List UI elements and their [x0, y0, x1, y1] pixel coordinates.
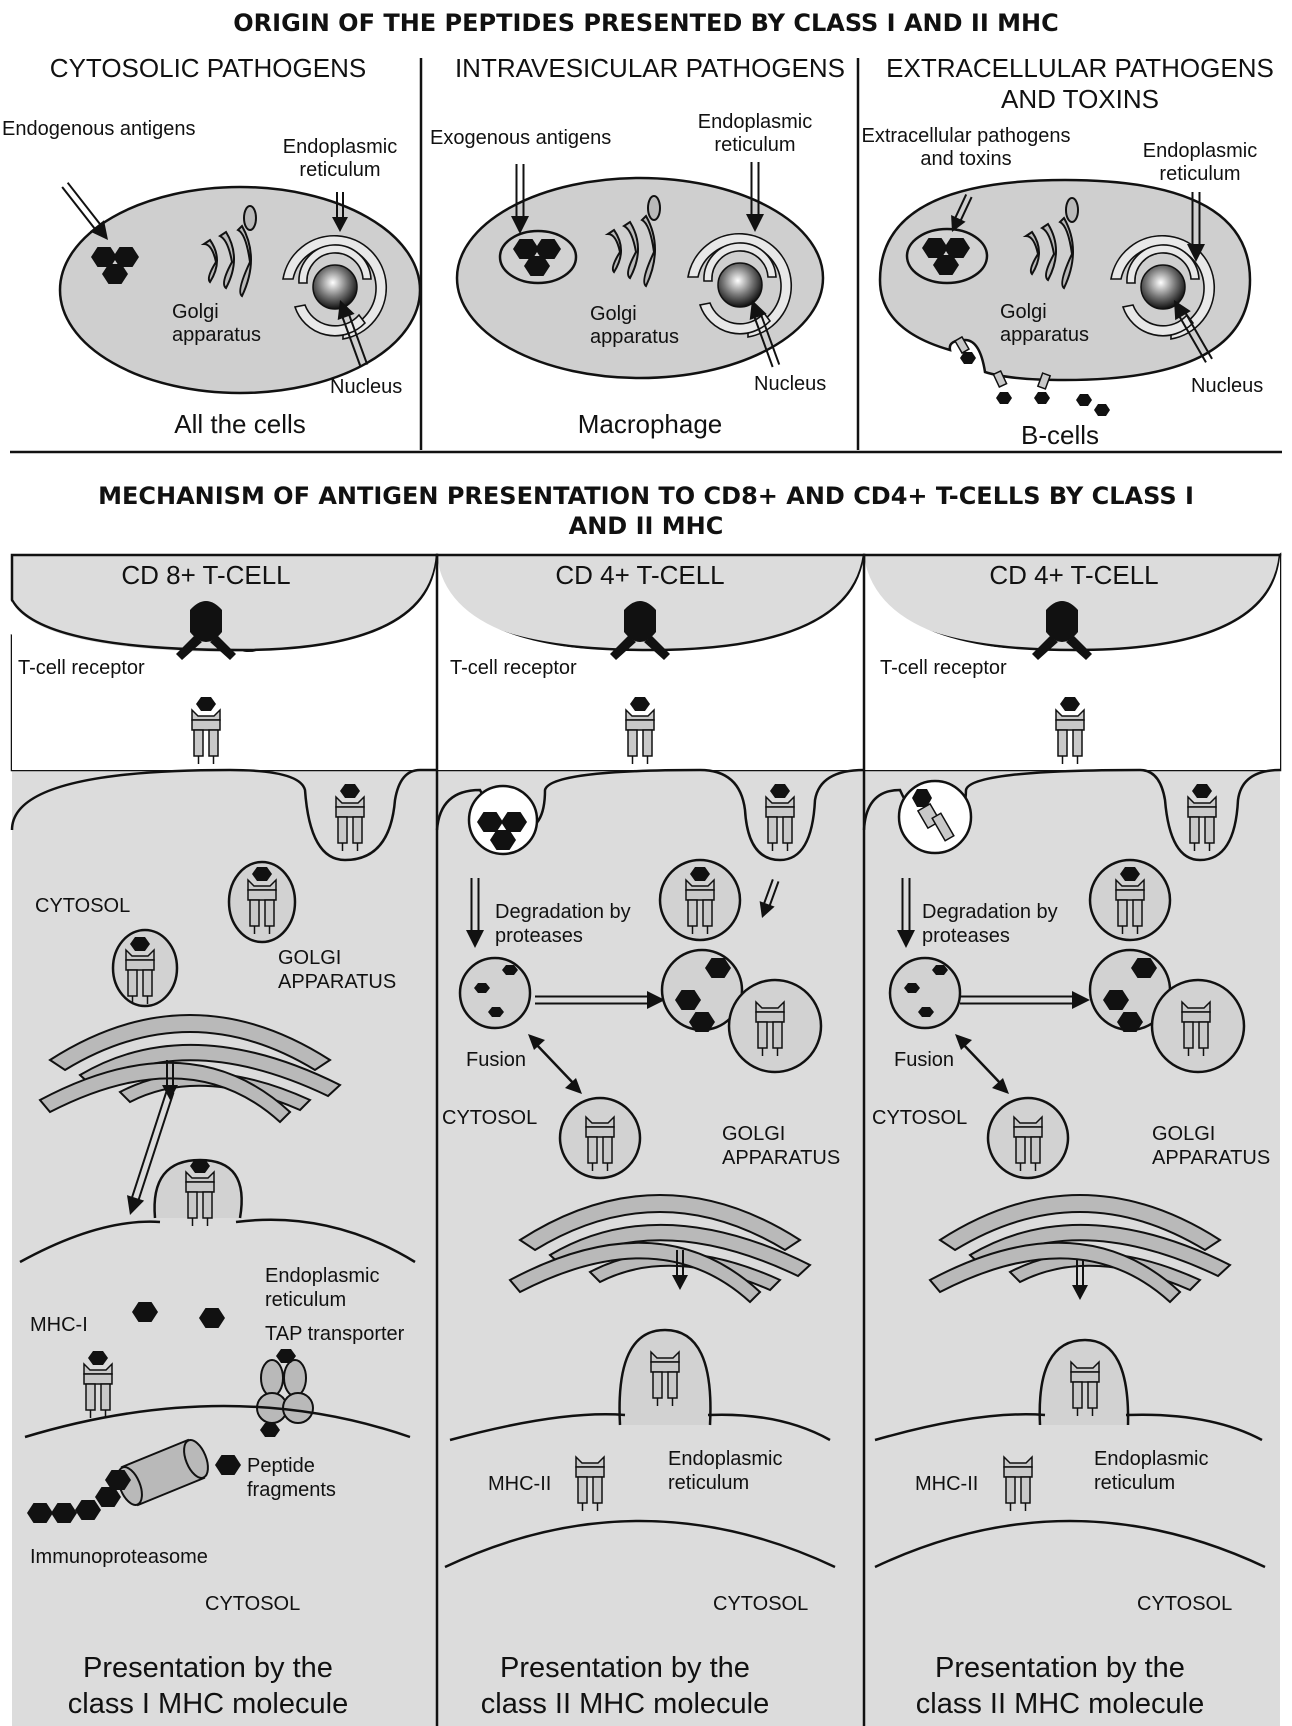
nucleus-label: Nucleus — [1191, 375, 1263, 397]
fusion-label: Fusion — [894, 1049, 954, 1071]
er-label-line2: reticulum — [1159, 163, 1240, 185]
er-label-line2: reticulum — [265, 1289, 346, 1311]
peptide-label-line2: fragments — [247, 1479, 336, 1501]
bottom-title-line2: AND II MHC — [569, 512, 724, 540]
golgi-vesicle — [988, 1098, 1068, 1178]
degradation-label-line1: Degradation by — [495, 901, 631, 923]
er-label-line2: reticulum — [1094, 1472, 1175, 1494]
presentation-line2: class I MHC molecule — [68, 1688, 348, 1720]
degradation-label-line1: Degradation by — [922, 901, 1058, 923]
cytosol-upper-label: CYTOSOL — [872, 1107, 967, 1129]
nucleus-label: Nucleus — [754, 373, 826, 395]
antigen-label: Endogenous antigens — [2, 118, 196, 140]
antigen-label: Exogenous antigens — [430, 127, 611, 149]
cell-type-label: All the cells — [174, 409, 306, 439]
golgi-label-line1: GOLGI — [722, 1123, 785, 1145]
antigen-label-line1: Extracellular pathogens — [861, 125, 1070, 147]
golgi-label-line1: Golgi — [1000, 301, 1047, 323]
mhc-ii-label: MHC-II — [915, 1473, 978, 1495]
golgi-label-line2: APPARATUS — [278, 971, 396, 993]
top-panel-extracellular: EXTRACELLULAR PATHOGENS AND TOXINS Extra… — [861, 53, 1273, 450]
presentation-line1: Presentation by the — [83, 1652, 333, 1684]
bottom-title-line1: MECHANISM OF ANTIGEN PRESENTATION TO CD8… — [98, 482, 1194, 510]
golgi-label-line2: apparatus — [590, 326, 679, 348]
er-label-line1: Endoplasmic — [283, 136, 398, 158]
er-label-line1: Endoplasmic — [698, 111, 813, 133]
nucleus-label: Nucleus — [330, 376, 402, 398]
cytosol-lower-label: CYTOSOL — [713, 1593, 808, 1615]
cytosol-lower-label: CYTOSOL — [1137, 1593, 1232, 1615]
er-label-line2: reticulum — [668, 1472, 749, 1494]
endosome — [890, 958, 960, 1028]
presentation-line2: class II MHC molecule — [481, 1688, 769, 1720]
golgi-label-line2: APPARATUS — [1152, 1147, 1270, 1169]
golgi-label-line2: apparatus — [172, 324, 261, 346]
tcr-label: T-cell receptor — [880, 657, 1007, 679]
top-title: ORIGIN OF THE PEPTIDES PRESENTED BY CLAS… — [233, 9, 1058, 37]
fusion-label: Fusion — [466, 1049, 526, 1071]
golgi-label-line2: apparatus — [1000, 324, 1089, 346]
er-label-line2: reticulum — [714, 134, 795, 156]
cell-body — [457, 178, 823, 378]
cell-type-label: Macrophage — [578, 409, 723, 439]
presentation-line2: class II MHC molecule — [916, 1688, 1204, 1720]
er-label-line2: reticulum — [299, 159, 380, 181]
mhc-vesicle — [1152, 980, 1244, 1072]
antigen-label-line2: and toxins — [920, 148, 1011, 170]
endosome — [460, 958, 530, 1028]
cytosol-upper-label: CYTOSOL — [442, 1107, 537, 1129]
golgi-label-line1: GOLGI — [1152, 1123, 1215, 1145]
panel-heading: CYTOSOLIC PATHOGENS — [50, 53, 366, 83]
cytosol-upper-label: CYTOSOL — [35, 895, 130, 917]
mhc-i-label: MHC-I — [30, 1314, 88, 1336]
tap-label: TAP transporter — [265, 1323, 405, 1345]
er-label-line1: Endoplasmic — [1143, 140, 1258, 162]
cell-type-label: B-cells — [1021, 420, 1099, 450]
mhc-ii-label: MHC-II — [488, 1473, 551, 1495]
golgi-vesicle — [560, 1098, 640, 1178]
peptide-label-line1: Peptide — [247, 1455, 315, 1477]
degradation-label-line2: proteases — [922, 925, 1010, 947]
degradation-label-line2: proteases — [495, 925, 583, 947]
golgi-label-line1: Golgi — [172, 301, 219, 323]
presentation-line1: Presentation by the — [500, 1652, 750, 1684]
tcr-label: T-cell receptor — [450, 657, 577, 679]
tcell-label: CD 4+ T-CELL — [989, 560, 1158, 590]
panel-heading-line2: AND TOXINS — [1001, 84, 1159, 114]
panel-heading: INTRAVESICULAR PATHOGENS — [455, 53, 845, 83]
er-label-line1: Endoplasmic — [668, 1448, 783, 1470]
top-panel-cytosolic: CYTOSOLIC PATHOGENS Endogenous antigens … — [2, 53, 420, 439]
tcell-label: CD 8+ T-CELL — [121, 560, 290, 590]
cytosol-lower-label: CYTOSOL — [205, 1593, 300, 1615]
golgi-label-line2: APPARATUS — [722, 1147, 840, 1169]
golgi-label-line1: GOLGI — [278, 947, 341, 969]
er-label-line1: Endoplasmic — [1094, 1448, 1209, 1470]
er-label-line1: Endoplasmic — [265, 1265, 380, 1287]
top-panel-intravesicular: INTRAVESICULAR PATHOGENS Exogenous antig… — [430, 53, 845, 439]
golgi-label-line1: Golgi — [590, 303, 637, 325]
panel-heading-line1: EXTRACELLULAR PATHOGENS — [886, 53, 1274, 83]
tcr-label: T-cell receptor — [18, 657, 145, 679]
presentation-line1: Presentation by the — [935, 1652, 1185, 1684]
tcell-label: CD 4+ T-CELL — [555, 560, 724, 590]
immunoproteasome-label: Immunoproteasome — [30, 1546, 208, 1568]
er-bud — [620, 1330, 711, 1425]
